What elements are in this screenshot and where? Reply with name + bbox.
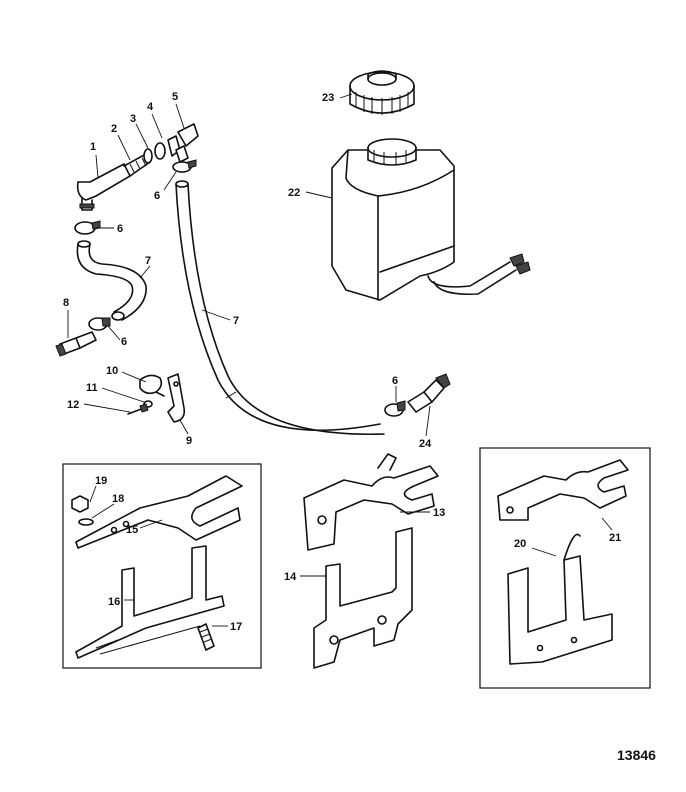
hose-fitting <box>55 331 97 357</box>
callout-labels: 1 2 3 4 5 6 6 7 8 6 7 10 11 12 9 22 23 6… <box>63 91 621 633</box>
callout-6-top: 6 <box>154 190 160 202</box>
tank-fitting <box>407 373 451 413</box>
callout-18: 18 <box>112 493 124 505</box>
mounting-bracket-right-upper <box>497 459 629 521</box>
callout-2: 2 <box>111 123 117 135</box>
bracket-washer <box>78 518 94 526</box>
callout-22: 22 <box>288 187 300 199</box>
hose-bracket <box>167 373 186 423</box>
callout-19: 19 <box>95 475 107 487</box>
elbow-fitting-assembly <box>76 123 199 211</box>
callout-7-long: 7 <box>233 315 239 327</box>
hose-clamp-upper-left <box>74 220 101 235</box>
callout-12: 12 <box>67 399 79 411</box>
callout-17: 17 <box>230 621 242 633</box>
mounting-bracket-upper <box>75 475 243 549</box>
callout-6-right: 6 <box>392 375 398 387</box>
tank-bracket-upper <box>303 453 439 551</box>
callout-21: 21 <box>609 532 621 544</box>
callout-3: 3 <box>130 113 136 125</box>
oil-tank <box>331 138 531 301</box>
callout-11: 11 <box>86 382 98 394</box>
callout-10: 10 <box>106 365 118 377</box>
hose-clip <box>139 374 165 397</box>
callout-7-short: 7 <box>145 255 151 267</box>
hose-long <box>175 180 385 436</box>
callout-23: 23 <box>322 92 334 104</box>
screw-small <box>127 403 149 415</box>
callout-15: 15 <box>126 524 138 536</box>
tank-cap <box>349 70 415 115</box>
callout-6-lower-left: 6 <box>121 336 127 348</box>
hose-clamp-right <box>384 400 406 417</box>
callout-9: 9 <box>186 435 192 447</box>
callout-14: 14 <box>284 571 297 583</box>
callout-8: 8 <box>63 297 69 309</box>
mounting-bracket-right-lower <box>507 533 613 665</box>
callout-16: 16 <box>108 596 120 608</box>
hose-clamp-top <box>172 159 197 173</box>
bracket-nut <box>71 495 89 513</box>
bracket-bolt <box>197 623 215 651</box>
inset-box-right <box>479 447 651 689</box>
tank-bracket-lower <box>313 527 413 669</box>
hose-short <box>76 240 147 321</box>
mounting-bracket-lower <box>75 545 225 659</box>
callout-24: 24 <box>419 438 432 450</box>
callout-1: 1 <box>90 141 96 153</box>
hose-clamp-lower-left <box>88 317 111 331</box>
callout-13: 13 <box>433 507 445 519</box>
leader-lines <box>67 93 613 627</box>
figure-number: 13846 <box>617 747 656 763</box>
callout-5: 5 <box>172 91 178 103</box>
callout-6-upper-left: 6 <box>117 223 123 235</box>
callout-4: 4 <box>147 101 154 113</box>
inset-box-left <box>62 463 262 669</box>
callout-20: 20 <box>514 538 526 550</box>
